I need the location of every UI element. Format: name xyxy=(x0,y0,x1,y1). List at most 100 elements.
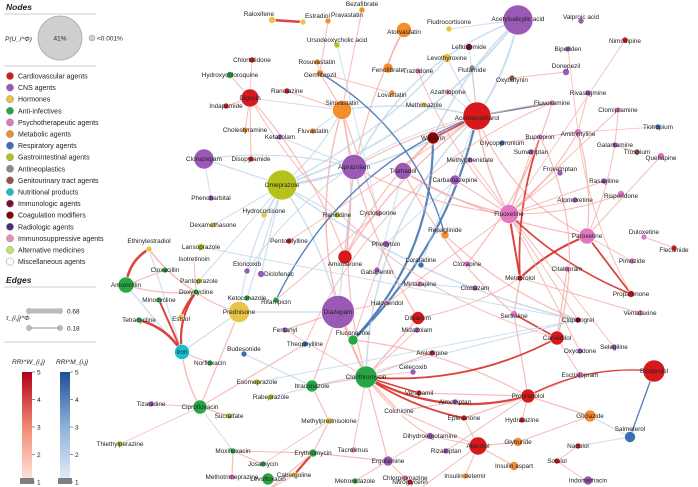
drug-node[interactable]: Rosuvastatin xyxy=(299,58,336,66)
drug-node[interactable]: Clarithromycin xyxy=(346,365,387,389)
drug-node-circle[interactable] xyxy=(527,148,535,156)
drug-node-circle[interactable] xyxy=(600,177,608,185)
drug-node-circle[interactable] xyxy=(228,473,236,481)
drug-node[interactable]: Pentoxifylline xyxy=(270,237,308,245)
drug-node[interactable]: Iron xyxy=(174,344,190,360)
drug-node-circle[interactable] xyxy=(374,209,382,217)
drug-node-circle[interactable] xyxy=(449,174,461,186)
drug-node[interactable]: Clomipramine xyxy=(598,106,638,114)
drug-node-circle[interactable] xyxy=(382,455,394,467)
drug-node[interactable]: Gemfibrozil xyxy=(304,69,336,80)
drug-node-circle[interactable] xyxy=(226,71,234,79)
drug-node-circle[interactable] xyxy=(116,440,124,448)
drug-node[interactable]: Eplerenone xyxy=(448,414,481,422)
drug-node-circle[interactable] xyxy=(373,266,381,274)
drug-node[interactable]: Clobazam xyxy=(461,284,490,292)
drug-node[interactable]: Cabergoline xyxy=(277,471,312,479)
drug-node-circle[interactable] xyxy=(654,123,662,131)
drug-node-circle[interactable] xyxy=(253,378,261,386)
drug-node[interactable]: Clopidogrel xyxy=(562,316,594,324)
drug-node[interactable]: Galantamine xyxy=(597,141,634,149)
drug-node[interactable]: Carbamazepine xyxy=(432,174,478,186)
drug-node[interactable]: Gabapentin xyxy=(360,266,394,276)
drug-node-circle[interactable] xyxy=(241,126,249,134)
drug-node[interactable]: Warfarin xyxy=(421,131,445,145)
drug-node-circle[interactable] xyxy=(502,4,534,36)
drug-node[interactable]: Amitriptyline xyxy=(561,128,596,139)
drug-node[interactable]: Lansoprazole xyxy=(182,243,221,252)
drug-node-circle[interactable] xyxy=(556,169,564,177)
drug-node-circle[interactable] xyxy=(285,237,293,245)
drug-node[interactable]: Oxybutynin xyxy=(496,74,528,84)
drug-node[interactable]: Glyburide xyxy=(504,437,532,447)
drug-node-circle[interactable] xyxy=(614,106,622,114)
drug-node-circle[interactable] xyxy=(627,290,635,298)
drug-node-circle[interactable] xyxy=(333,211,341,219)
drug-node-circle[interactable] xyxy=(197,243,205,251)
drug-node-circle[interactable] xyxy=(621,36,629,44)
drug-node-circle[interactable] xyxy=(426,131,440,145)
drug-node[interactable]: Propranolol xyxy=(512,388,545,404)
drug-node-circle[interactable] xyxy=(628,257,636,265)
drug-node-circle[interactable] xyxy=(209,221,217,229)
drug-node-circle[interactable] xyxy=(341,154,367,180)
drug-node-circle[interactable] xyxy=(578,227,596,245)
drug-node[interactable]: Trospium xyxy=(624,148,650,156)
drug-node-circle[interactable] xyxy=(468,64,476,72)
drug-node-circle[interactable] xyxy=(316,69,324,77)
drug-node[interactable]: Disopyramide xyxy=(231,155,271,163)
drug-node[interactable]: Flecainide xyxy=(659,244,689,254)
drug-node-circle[interactable] xyxy=(266,169,298,201)
drug-node[interactable]: Chlorpromazine xyxy=(382,474,428,482)
drug-node-circle[interactable] xyxy=(624,431,636,443)
drug-node[interactable]: Nitroglycerin xyxy=(392,478,428,486)
drug-node[interactable]: Atenolol xyxy=(466,436,490,456)
drug-node[interactable]: Etoricoxib xyxy=(233,261,262,275)
drug-node[interactable]: Fludrocortisone xyxy=(427,19,471,33)
drug-node[interactable]: Leflunomide xyxy=(452,43,487,52)
drug-node-circle[interactable] xyxy=(576,371,584,379)
drug-node[interactable]: Doxycycline xyxy=(179,288,214,296)
drug-node[interactable]: Nimodipine xyxy=(609,36,641,45)
drug-node-circle[interactable] xyxy=(276,133,284,141)
drug-node[interactable]: Pravastatin xyxy=(324,12,363,25)
drug-node[interactable]: Sumatriptan xyxy=(514,148,549,156)
drug-node-circle[interactable] xyxy=(388,89,396,97)
drug-node-circle[interactable] xyxy=(499,204,519,224)
drug-node-circle[interactable] xyxy=(471,284,479,292)
drug-node-circle[interactable] xyxy=(247,155,255,163)
drug-node[interactable]: Oxycodone xyxy=(564,347,597,355)
drug-node[interactable]: Methotrimeprazine xyxy=(206,473,259,481)
drug-node[interactable]: Loratadine xyxy=(406,257,437,269)
drug-node-circle[interactable] xyxy=(611,141,619,149)
drug-node[interactable]: Tiotropium xyxy=(643,123,673,131)
drug-node-circle[interactable] xyxy=(416,280,424,288)
drug-node[interactable]: Fluvastatin xyxy=(298,127,329,135)
drug-node[interactable]: Diltiazem xyxy=(405,311,431,325)
drug-node[interactable]: Glycopyrronium xyxy=(480,139,525,147)
drug-node-circle[interactable] xyxy=(261,472,275,486)
drug-node-circle[interactable] xyxy=(510,310,518,318)
drug-node-circle[interactable] xyxy=(394,162,412,180)
drug-node[interactable]: Bupropion xyxy=(525,133,555,141)
drug-node[interactable]: Trazodone xyxy=(403,67,434,75)
drug-node-circle[interactable] xyxy=(192,399,208,415)
drug-node-circle[interactable] xyxy=(299,18,307,26)
drug-node[interactable]: Diazepam xyxy=(321,295,355,329)
drug-node-circle[interactable] xyxy=(332,100,352,120)
drug-node[interactable]: Amlodipine xyxy=(416,349,448,357)
drug-node[interactable]: Valproic acid xyxy=(563,14,600,25)
drug-node-circle[interactable] xyxy=(415,389,423,397)
drug-node-circle[interactable] xyxy=(351,477,359,485)
drug-node-circle[interactable] xyxy=(228,301,250,323)
drug-node[interactable]: Insulin detemir xyxy=(444,472,487,480)
drug-node-circle[interactable] xyxy=(461,472,469,480)
drug-node[interactable]: Rifampicin xyxy=(261,296,291,306)
drug-node-circle[interactable] xyxy=(576,347,584,355)
drug-node[interactable]: Levothyroxine xyxy=(427,53,467,63)
drug-node-circle[interactable] xyxy=(305,379,319,393)
drug-node-circle[interactable] xyxy=(462,101,492,131)
drug-node[interactable]: Verapamil xyxy=(405,389,433,397)
drug-node[interactable]: Sotalol xyxy=(547,457,567,465)
drug-node-circle[interactable] xyxy=(413,326,421,334)
